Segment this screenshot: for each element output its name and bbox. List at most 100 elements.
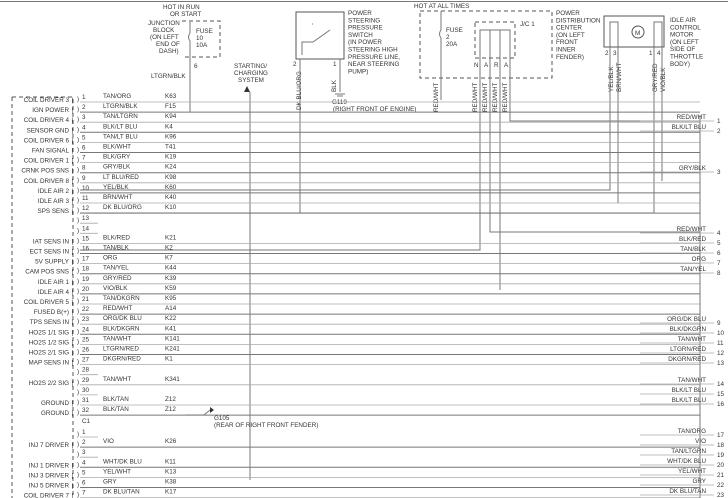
pin-number: 18: [82, 266, 90, 273]
circuit-id: K41: [165, 325, 177, 332]
output-number: 6: [717, 250, 721, 257]
wire: [80, 57, 700, 290]
connector-pin-row: )30: [77, 387, 98, 396]
wire-label: YEL/BLK: [608, 66, 615, 92]
cavity-icon: ): [77, 126, 79, 133]
pin-number: 5: [82, 134, 86, 141]
signal-label: GROUND: [41, 410, 69, 417]
output-number: 3: [717, 169, 721, 176]
fuse-rating: 10A: [196, 42, 208, 49]
pin-number: 2: [82, 104, 86, 111]
signal-label: COIL DRIVER 1: [24, 158, 70, 165]
wire-label: RED/WHT: [433, 82, 440, 112]
wire-label: BLK: [331, 79, 338, 92]
output-number: 14: [717, 381, 725, 388]
cavity-icon: ): [77, 217, 79, 224]
wire-color: YEL/BLK: [103, 184, 129, 191]
output-number: 13: [717, 360, 725, 367]
circuit-id: Z12: [165, 406, 176, 413]
signal-label: IGN POWER: [32, 107, 69, 114]
wire-color: GRY/RED: [103, 275, 132, 282]
connector-divider: |: [72, 188, 74, 195]
wire-label: GRY/RED: [652, 63, 659, 92]
signal-label: INJ 1 DRIVER: [29, 462, 70, 469]
starting-charging-system: STARTING/ CHARGING SYSTEM: [234, 63, 268, 480]
connector-pin-row: )3: [77, 449, 98, 458]
cavity-icon: ): [77, 258, 79, 265]
wire-color: ORG/DK BLU: [103, 315, 142, 322]
wire-color: BLK/TAN: [103, 396, 129, 403]
component-label-line: POWER: [556, 10, 580, 17]
output-wire-color: ORG/DK BLU: [667, 316, 706, 323]
cavity-icon: ): [77, 389, 79, 396]
component-label-line: FRONT: [556, 39, 578, 46]
signal-label: ECT SENS IN: [30, 249, 70, 256]
fuse-number: 10: [196, 35, 204, 42]
signal-label: IDLE AIR 3: [38, 198, 70, 205]
component-label-line: DISTRIBUTION: [556, 17, 601, 24]
cavity-icon: ): [77, 147, 79, 154]
wire-label: RED/WHT: [482, 82, 489, 112]
connector-divider: |: [72, 410, 74, 417]
output-number: 22: [717, 482, 725, 489]
component-label-line: IDLE AIR: [670, 17, 696, 24]
junction-block: HOT IN RUN OR START JUNCTION BLOCK (ON L…: [148, 4, 221, 112]
pin-number: 21: [82, 296, 90, 303]
cavity-icon: ): [77, 338, 79, 345]
signal-label: IAT SENS IN: [33, 238, 70, 245]
pin-number: 25: [82, 336, 90, 343]
jb-label: DASH): [159, 48, 179, 55]
wire-color: TAN/YEL: [103, 265, 129, 272]
cavity-icon: ): [77, 369, 79, 376]
motor-symbol: M: [635, 30, 640, 37]
pin-number: 16: [82, 246, 90, 253]
signal-label: COIL DRIVER 6: [24, 137, 70, 144]
wire-color: BLK/GRY: [103, 154, 131, 161]
wire-color: BLK/WHT: [103, 144, 131, 151]
signal-label: HO2S 1/1 SIG: [29, 329, 69, 336]
pin-number: 15: [82, 235, 90, 242]
component-label-line: THROTTLE: [670, 54, 703, 61]
signal-label: INJ 7 DRIVER: [29, 442, 70, 449]
output-wire-color: RED/WHT: [677, 114, 707, 121]
cavity-icon: ): [77, 237, 79, 244]
ref-label: CHARGING: [234, 70, 268, 77]
output-number: 19: [717, 452, 725, 459]
output-wire-color: ORG: [692, 256, 706, 263]
circuit-id: K96: [165, 133, 177, 140]
signal-label: INJ 5 DRIVER: [29, 483, 70, 490]
output-wire-color: BLK/LT BLU: [672, 397, 707, 404]
ground-icon: [210, 407, 214, 413]
cavity-icon: ): [77, 298, 79, 305]
output-wire-color: DKGRN/RED: [668, 356, 706, 363]
signal-label: IDLE AIR 4: [38, 289, 70, 296]
pin-number: 9: [82, 175, 86, 182]
signal-label: SENSOR GND: [27, 127, 70, 134]
ground-g105: G105 (REAR OF RIGHT FRONT FENDER): [186, 407, 318, 429]
output-wire-color: TAN/WHT: [678, 377, 706, 384]
jb-label: JUNCTION: [148, 20, 180, 27]
hot-at-all-times-label: HOT AT ALL TIMES: [414, 3, 469, 10]
connector-divider: |: [72, 127, 74, 134]
or-start-label: OR START: [170, 11, 201, 18]
output-number: 11: [717, 340, 724, 347]
circuit-id: K10: [165, 204, 177, 211]
output-number: 7: [717, 260, 721, 267]
pin-number: 17: [82, 256, 90, 263]
